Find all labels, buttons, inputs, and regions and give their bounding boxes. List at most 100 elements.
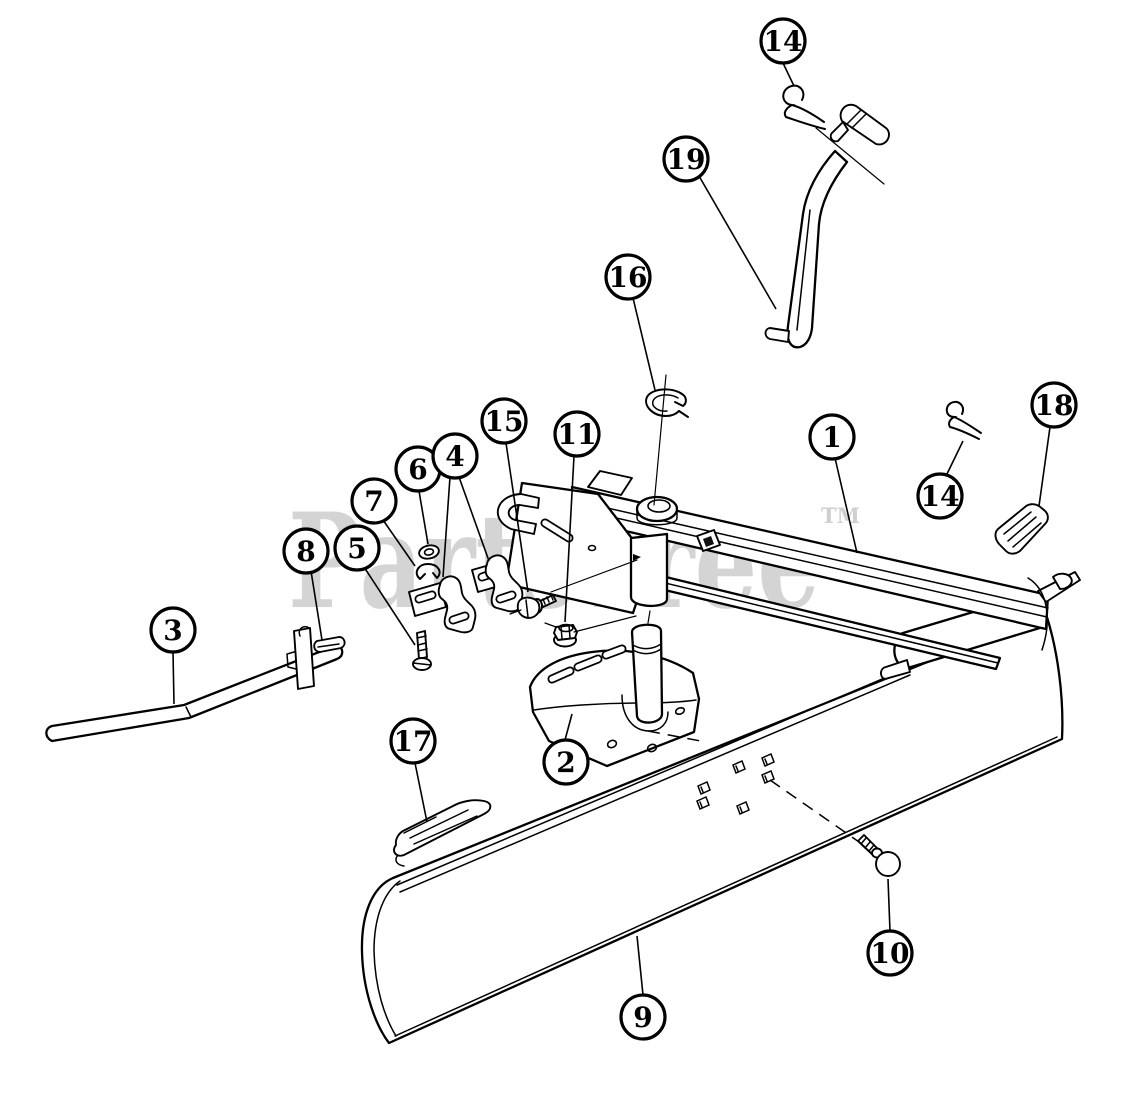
callout-16-circle <box>604 253 652 301</box>
rod-bracket <box>286 625 315 690</box>
callout-15: 15 <box>480 397 528 445</box>
callout-4-leader <box>442 476 451 578</box>
callout-6-leader <box>418 490 429 545</box>
callout-7-circle <box>350 477 398 525</box>
callout-15-circle <box>480 397 528 445</box>
pivot-tube <box>629 532 669 608</box>
callout-4-leader <box>458 476 490 562</box>
callout-17-number: 17 <box>394 725 433 758</box>
screw <box>412 630 432 671</box>
callout-8: 8 <box>282 527 330 575</box>
callout-16-leader <box>632 297 656 391</box>
lever-pin <box>829 121 849 143</box>
callout-17: 17 <box>389 717 437 765</box>
callout-2-number: 2 <box>556 746 575 779</box>
plate-rear-flange <box>587 470 633 496</box>
callout-18: 18 <box>1030 381 1078 429</box>
callout-5-leader <box>363 566 416 646</box>
clamp-b <box>471 554 524 613</box>
callout-14-top-leader <box>782 62 795 87</box>
callout-2-circle <box>542 738 590 786</box>
flat-washer <box>418 544 440 560</box>
callout-4-number: 4 <box>445 440 464 473</box>
retainer-clip <box>645 388 689 418</box>
callout-8-circle <box>282 527 330 575</box>
flange-nut <box>553 623 578 648</box>
callout-5: 5 <box>333 524 381 572</box>
callout-3: 3 <box>149 606 197 654</box>
callout-10-number: 10 <box>871 937 910 970</box>
callout-9-circle <box>619 993 667 1041</box>
callout-14-right-circle <box>916 472 964 520</box>
callout-9: 9 <box>619 993 667 1041</box>
callout-5-number: 5 <box>347 532 366 565</box>
callout-19-circle <box>662 135 710 183</box>
callout-4-circle <box>431 432 479 480</box>
callout-10: 10 <box>866 929 914 977</box>
callout-14-right-leader <box>945 440 964 477</box>
clamp-a <box>408 575 477 634</box>
callout-15-number: 15 <box>485 405 524 438</box>
hairpin-clip-right <box>945 400 982 440</box>
hex-bolt <box>516 594 557 619</box>
callout-10-leader <box>887 878 891 932</box>
angle-plate <box>496 470 652 615</box>
callout-2-leader <box>564 713 573 741</box>
wear-strip <box>393 799 492 857</box>
callout-18-number: 18 <box>1035 389 1074 422</box>
callout-1-number: 1 <box>822 421 841 454</box>
clevis-pin <box>313 636 346 653</box>
callout-6-number: 6 <box>408 453 427 486</box>
callout-11: 11 <box>553 410 601 458</box>
callout-7-leader <box>382 519 416 567</box>
callout-2: 2 <box>542 738 590 786</box>
lever-lower-pin <box>764 327 790 343</box>
callout-10-circle <box>866 929 914 977</box>
callout-14-right: 14 <box>916 472 964 520</box>
callout-11-number: 11 <box>558 418 597 451</box>
callout-7-number: 7 <box>364 485 383 518</box>
callout-1: 1 <box>808 413 856 461</box>
lock-washer <box>415 562 441 580</box>
callout-16: 16 <box>604 253 652 301</box>
lever-grip <box>839 103 890 146</box>
callout-1-circle <box>808 413 856 461</box>
callout-16-number: 16 <box>609 261 648 294</box>
callout-14-top-number: 14 <box>764 25 803 58</box>
callout-5-circle <box>333 524 381 572</box>
callout-1-leader <box>834 457 858 554</box>
pivot-pin <box>630 623 664 724</box>
skid-pad <box>994 503 1049 555</box>
handle-loop <box>496 493 540 535</box>
callout-17-circle <box>389 717 437 765</box>
callout-11-leader <box>564 455 575 623</box>
watermark-tm: TM <box>821 503 860 528</box>
lift-lever <box>764 103 890 349</box>
blade-moldboard <box>360 611 1064 1045</box>
callout-14-right-number: 14 <box>921 480 960 513</box>
callout-11-circle <box>553 410 601 458</box>
carriage-bolt <box>769 779 901 877</box>
callout-8-number: 8 <box>296 535 315 568</box>
pivot-rod-end <box>1027 571 1081 651</box>
callout-19: 19 <box>662 135 710 183</box>
callout-4: 4 <box>431 432 479 480</box>
callout-18-leader <box>1038 426 1051 507</box>
callout-3-leader <box>172 651 175 705</box>
callout-15-leader <box>505 442 529 593</box>
callout-7: 7 <box>350 477 398 525</box>
callout-3-circle <box>149 606 197 654</box>
hairpin-clip-top <box>782 84 826 130</box>
callout-18-circle <box>1030 381 1078 429</box>
callout-14-top: 14 <box>759 17 807 65</box>
pivot-collar <box>635 495 679 526</box>
callout-17-leader <box>414 762 428 823</box>
callout-3-number: 3 <box>163 614 182 647</box>
callout-19-leader <box>698 175 777 310</box>
callout-9-number: 9 <box>633 1001 652 1034</box>
callout-8-leader <box>310 570 323 641</box>
callout-9-leader <box>636 935 644 996</box>
